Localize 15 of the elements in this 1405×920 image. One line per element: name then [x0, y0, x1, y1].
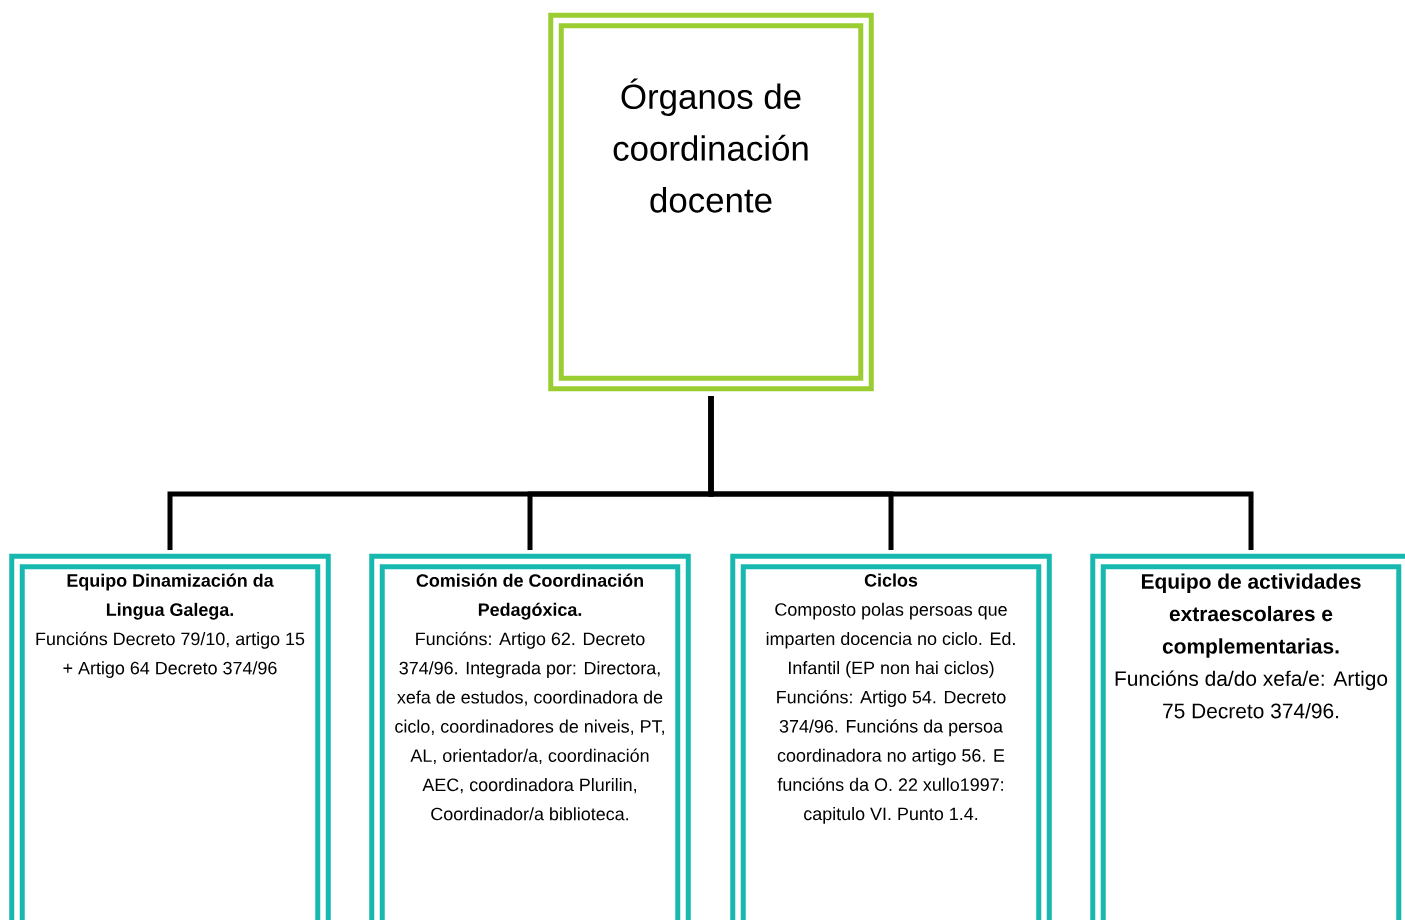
box-text: Funcións Decreto 79/10, artigo 15 + Artigo 64 Decreto 374/96	[36, 631, 305, 678]
org-box	[548, 12, 874, 392]
org-box	[369, 553, 691, 920]
box-heading: Comisión de Coordinación Pedagóxica.	[416, 573, 643, 620]
box-text: Funcións da/do xefa/e: Artigo 75 Decreto 374/96.	[1115, 670, 1388, 719]
box-heading: Equipo de actividades extraescolares e complementarias.	[1141, 573, 1361, 658]
box-text: Funcións: Artigo 62. Decreto 374/96. Integrada por: Directora, xefa de estudos, coordinadora de ciclo, coordinadores de niveis, PT, AL, orientador/a, coordinación AEC, coordinadora Plurilin, Coordinador/a biblioteca.	[395, 631, 664, 821]
org-box	[9, 553, 331, 920]
org-box	[1090, 553, 1405, 920]
box-title: Órganos de coordinación docente	[613, 78, 808, 213]
box-text: Composto polas persoas que imparten docencia no ciclo. Ed. Infantil (EP non hai ciclos) Funcións: Artigo 54. Decreto 374/96. Funcións da persoa coordinadora no artigo 56. E funcións da O. 22 xullo1997: capitulo VI. Punto 1.4.	[766, 602, 1015, 824]
box-heading: Ciclos	[864, 573, 918, 587]
box-heading: Equipo Dinamización da Lingua Galega.	[67, 573, 274, 620]
org-box	[730, 553, 1052, 920]
connector-line	[708, 396, 1254, 550]
